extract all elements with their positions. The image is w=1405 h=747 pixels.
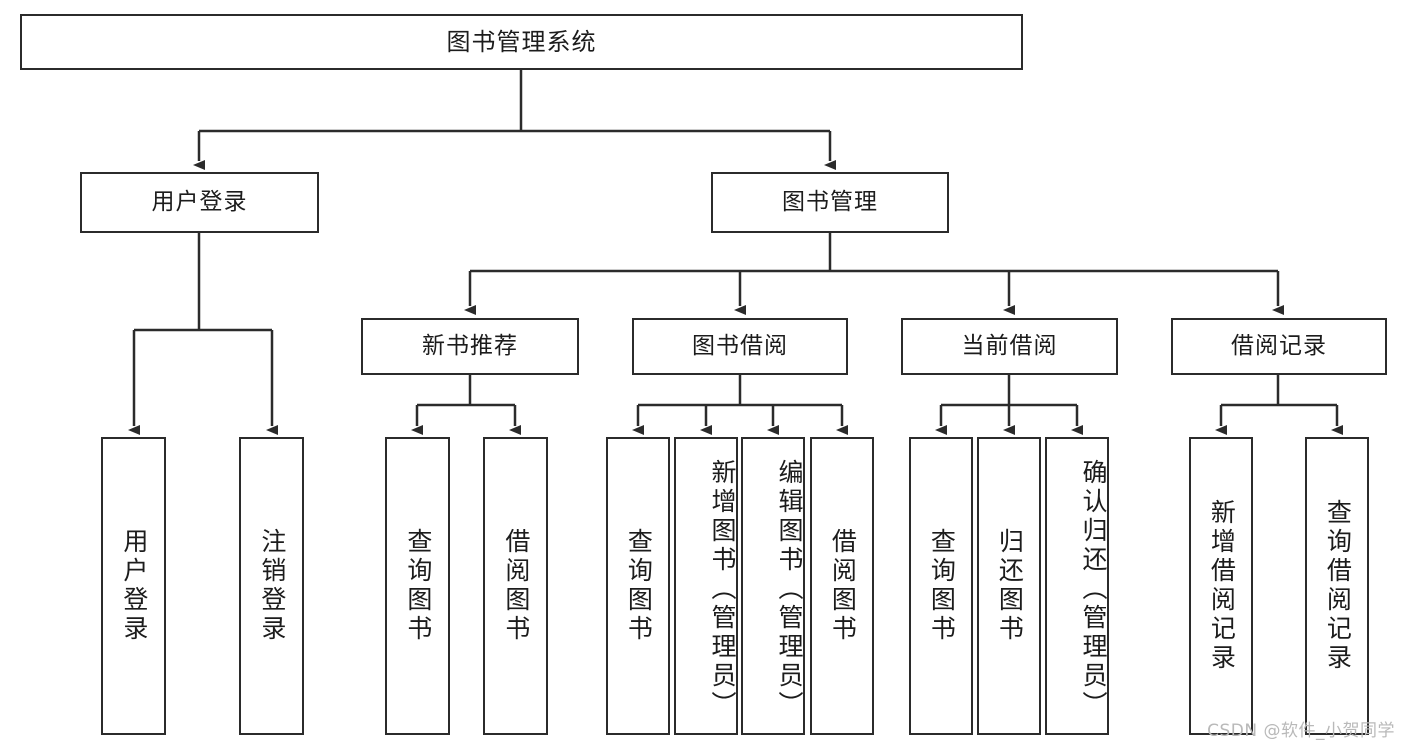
leaf-query-book-1[interactable]: 查询图书 bbox=[385, 437, 450, 735]
leaf-query-book-1-label: 查询图书 bbox=[403, 528, 433, 644]
node-root[interactable]: 图书管理系统 bbox=[20, 14, 1023, 70]
node-book-borrow-label: 图书借阅 bbox=[692, 332, 788, 359]
leaf-query-record-label: 查询借阅记录 bbox=[1323, 499, 1353, 673]
node-root-label: 图书管理系统 bbox=[446, 27, 597, 56]
leaf-borrow-book-1-label: 借阅图书 bbox=[501, 528, 531, 644]
leaf-query-book-2[interactable]: 查询图书 bbox=[606, 437, 670, 735]
leaf-confirm-return-label: 确认归还（管理员） bbox=[1079, 458, 1108, 720]
leaf-edit-book-label: 编辑图书（管理员） bbox=[775, 458, 804, 720]
leaf-query-book-3[interactable]: 查询图书 bbox=[909, 437, 973, 735]
node-user-login-label: 用户登录 bbox=[151, 188, 248, 215]
node-current-borrow-label: 当前借阅 bbox=[961, 332, 1058, 359]
node-borrow-record[interactable]: 借阅记录 bbox=[1171, 318, 1387, 375]
leaf-query-book-3-label: 查询图书 bbox=[927, 528, 957, 644]
node-borrow-record-label: 借阅记录 bbox=[1231, 332, 1327, 359]
watermark: CSDN @软件_小贺同学 bbox=[1207, 721, 1395, 741]
leaf-logout-login[interactable]: 注销登录 bbox=[239, 437, 304, 735]
leaf-return-book-label: 归还图书 bbox=[995, 528, 1025, 644]
leaf-add-book[interactable]: 新增图书（管理员） bbox=[674, 437, 738, 735]
leaf-add-record-label: 新增借阅记录 bbox=[1207, 499, 1237, 673]
leaf-borrow-book-1[interactable]: 借阅图书 bbox=[483, 437, 548, 735]
node-book-manage-label: 图书管理 bbox=[782, 188, 878, 215]
leaf-user-login-label: 用户登录 bbox=[119, 528, 149, 644]
node-book-borrow[interactable]: 图书借阅 bbox=[632, 318, 848, 375]
leaf-query-book-2-label: 查询图书 bbox=[624, 528, 654, 644]
leaf-borrow-book-2-label: 借阅图书 bbox=[828, 528, 858, 644]
leaf-add-book-label: 新增图书（管理员） bbox=[708, 458, 737, 720]
leaf-confirm-return[interactable]: 确认归还（管理员） bbox=[1045, 437, 1109, 735]
leaf-edit-book[interactable]: 编辑图书（管理员） bbox=[741, 437, 805, 735]
node-new-book-recommend[interactable]: 新书推荐 bbox=[361, 318, 579, 375]
leaf-return-book[interactable]: 归还图书 bbox=[977, 437, 1041, 735]
node-current-borrow[interactable]: 当前借阅 bbox=[901, 318, 1118, 375]
node-book-manage[interactable]: 图书管理 bbox=[711, 172, 949, 233]
leaf-logout-login-label: 注销登录 bbox=[257, 528, 287, 644]
node-new-book-recommend-label: 新书推荐 bbox=[422, 332, 518, 359]
leaf-query-record[interactable]: 查询借阅记录 bbox=[1305, 437, 1369, 735]
leaf-add-record[interactable]: 新增借阅记录 bbox=[1189, 437, 1253, 735]
leaf-borrow-book-2[interactable]: 借阅图书 bbox=[810, 437, 874, 735]
leaf-user-login[interactable]: 用户登录 bbox=[101, 437, 166, 735]
node-user-login[interactable]: 用户登录 bbox=[80, 172, 319, 233]
